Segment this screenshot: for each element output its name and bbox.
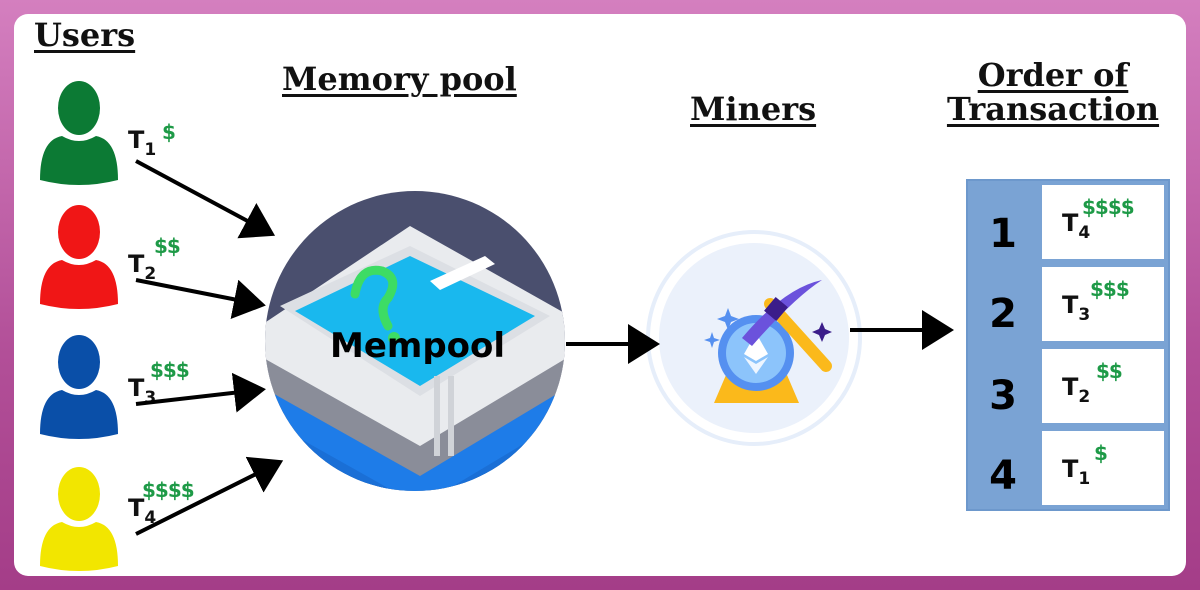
question-mark-icon — [350, 265, 398, 331]
order-fee-2: $$$ — [1090, 277, 1130, 301]
user-fee-1: $ — [162, 120, 176, 144]
diagram-card: Users Memory pool Miners Order of Transa… — [14, 14, 1186, 576]
order-tx-4: T1 — [1062, 455, 1091, 489]
order-rank-4: 4 — [989, 453, 1017, 499]
order-fee-4: $ — [1094, 441, 1108, 465]
user-icon-4 — [40, 467, 118, 571]
order-cell-2: T3 $$$ — [1042, 267, 1164, 341]
arrow-user3-to-mempool — [135, 372, 266, 413]
order-tx-2: T3 — [1062, 291, 1091, 325]
order-fee-3: $$ — [1096, 359, 1123, 383]
order-rank-1: 1 — [989, 211, 1017, 257]
user-icon-2 — [40, 205, 118, 309]
user-icon-3 — [40, 335, 118, 439]
order-cell-1: T4 $$$$ — [1042, 185, 1164, 259]
order-cell-3: T2 $$ — [1042, 349, 1164, 423]
order-heading-line1: Order of — [977, 56, 1129, 94]
user-tx-label-2: T2 — [128, 250, 157, 284]
order-heading-line2: Transaction — [946, 90, 1160, 128]
user-fee-3: $$$ — [150, 358, 190, 382]
order-rank-3: 3 — [989, 373, 1017, 419]
user-tx-label-1: T1 — [128, 126, 157, 160]
arrow-user4-to-mempool — [135, 456, 284, 536]
arrows-layer — [135, 159, 954, 536]
order-rank-2: 2 — [989, 291, 1017, 337]
arrow-user1-to-mempool — [135, 159, 276, 239]
users-heading: Users — [34, 16, 136, 54]
user-tx-label-4: T4 — [128, 494, 157, 528]
order-heading: Order of Transaction — [938, 58, 1168, 126]
order-cell-4: T1 $ — [1042, 431, 1164, 505]
order-tx-3: T2 — [1062, 373, 1091, 407]
arrow-user2-to-mempool — [135, 278, 266, 319]
user-fee-4: $$$$ — [142, 478, 195, 502]
miners-heading: Miners — [690, 90, 817, 128]
user-fee-2: $$ — [154, 234, 181, 258]
pickaxe-ethereum-icon — [646, 230, 862, 446]
order-fee-1: $$$$ — [1082, 195, 1135, 219]
user-icon-1 — [40, 81, 118, 185]
mempool-label: Mempool — [330, 326, 506, 366]
memory-pool-heading: Memory pool — [282, 60, 517, 98]
mempool-pool-icon — [265, 191, 565, 491]
user-tx-label-3: T3 — [128, 374, 157, 408]
order-table: 1 T4 $$$$ 2 T3 $$$ 3 T2 $$ 4 T1 $ — [966, 179, 1170, 511]
order-tx-1: T4 — [1062, 209, 1091, 243]
